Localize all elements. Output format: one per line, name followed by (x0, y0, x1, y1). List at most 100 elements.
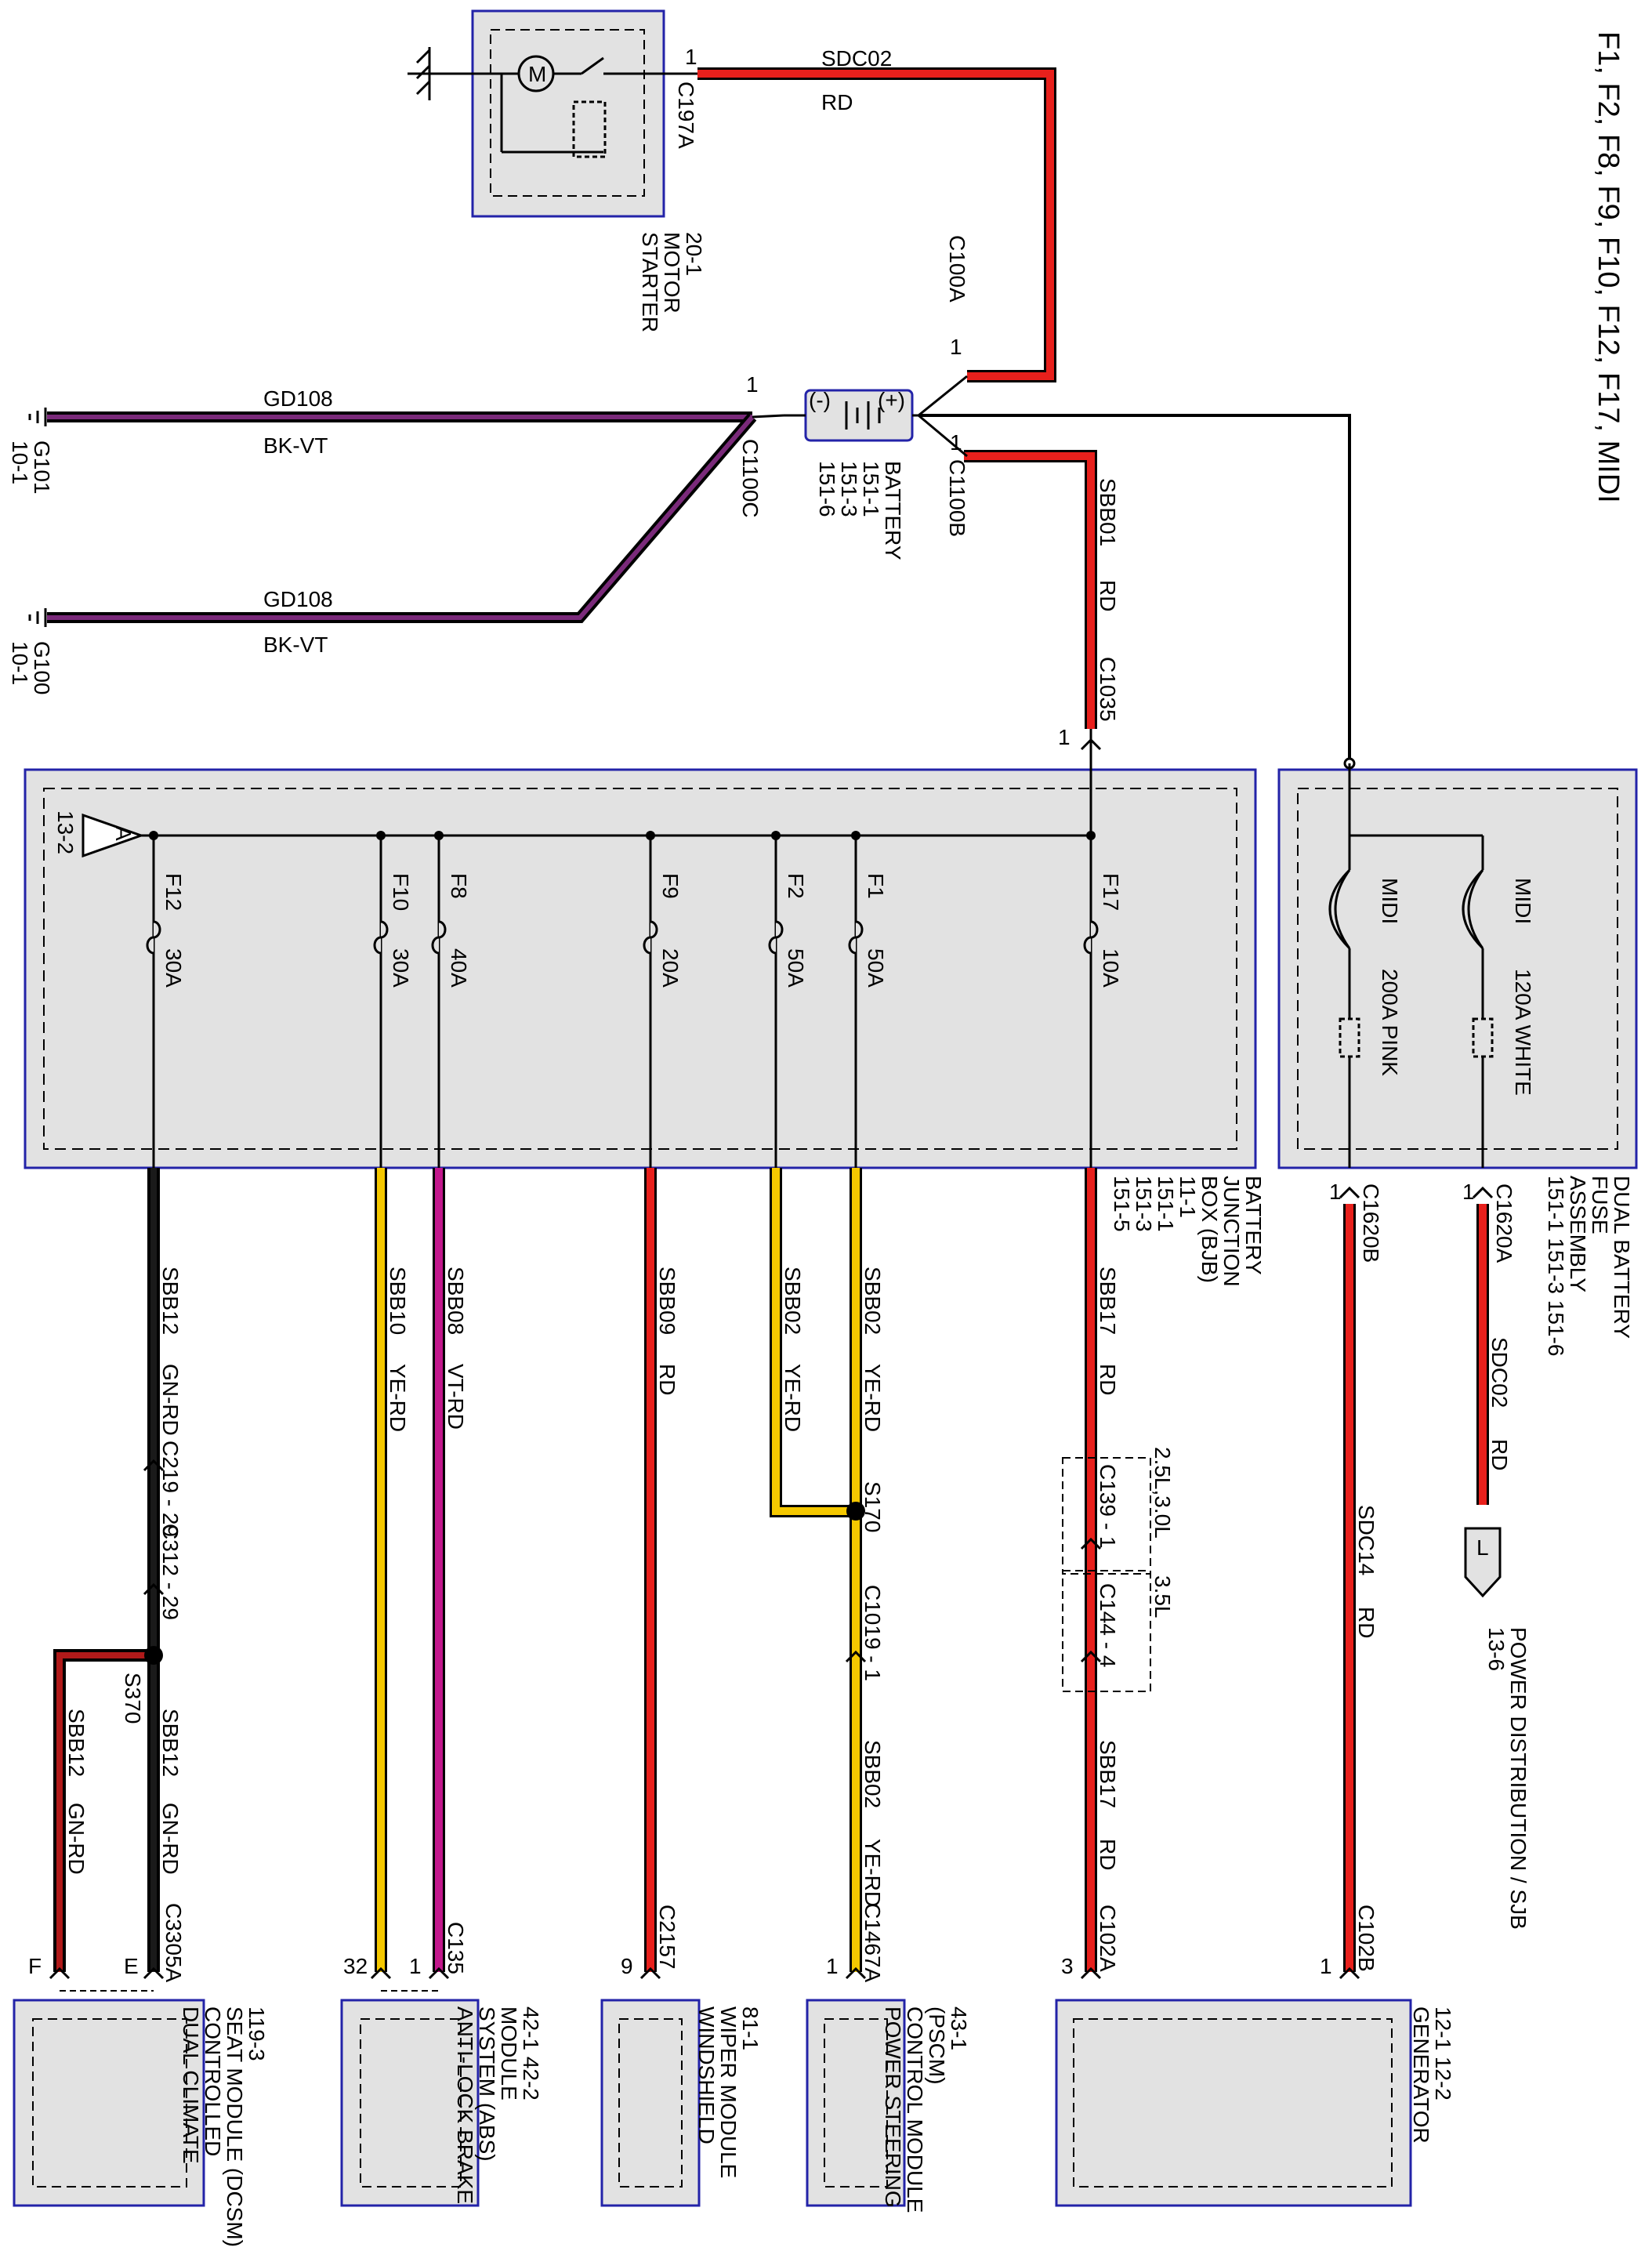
ref-triangle (82, 813, 145, 858)
fuse-f9-id: F9 (658, 873, 683, 899)
sdc14-circuit: SDC14 (1354, 1505, 1378, 1575)
pscm-name: POWER STEERING CONTROL MODULE (PSCM) 43-… (881, 2006, 971, 2213)
svg-text:151-5: 151-5 (1110, 1176, 1134, 1232)
pscm-box (806, 1999, 906, 2207)
gd108-b-circuit: GD108 (263, 587, 333, 611)
fuse-f17-rating: 10A (1099, 948, 1123, 988)
svg-text:13-6: 13-6 (1484, 1627, 1509, 1671)
fuse-f12-rating: 30A (161, 948, 186, 988)
svg-text:151-3: 151-3 (837, 461, 861, 517)
fuse-f8-rating: 40A (447, 948, 471, 988)
c1467a-label: C1467A (860, 1903, 885, 1983)
fuse-f10-rating: 30A (389, 948, 413, 988)
battery-name: BATTERY 151-1 151-3 151-6 (815, 461, 905, 560)
sbb09-color: RD (655, 1364, 679, 1395)
pscm-inner (824, 2018, 888, 2188)
ground-g101-icon (28, 408, 47, 426)
pin-3: 3 (1061, 1954, 1074, 1978)
sbb10-circuit: SBB10 (386, 1267, 410, 1335)
sdc02-low-circuit: SDC02 (1487, 1337, 1512, 1408)
svg-text:42-1 42-2: 42-1 42-2 (519, 2006, 543, 2101)
gd108-a-circuit: GD108 (263, 386, 333, 411)
sbb12-circuit: SBB12 (158, 1267, 183, 1335)
svg-text:G100: G100 (30, 641, 54, 695)
fuse-f17-id: F17 (1099, 873, 1123, 911)
svg-text:CONTROLLED: CONTROLLED (201, 2006, 225, 2156)
fuse-f9-rating: 20A (658, 948, 683, 988)
c1100c-label: C1100C (738, 439, 763, 518)
generator-box (1055, 1999, 1412, 2207)
svg-text:DUAL CLIMATE: DUAL CLIMATE (179, 2006, 203, 2164)
svg-text:CONTROL MODULE: CONTROL MODULE (903, 2006, 927, 2213)
abs-box (340, 1999, 480, 2207)
starter-motor-box (471, 9, 665, 218)
option-35-label: 3.5L (1150, 1575, 1175, 1618)
svg-text:119-3: 119-3 (245, 2006, 269, 2061)
svg-text:POWER STEERING: POWER STEERING (881, 2006, 905, 2208)
svg-text:ASSEMBLY: ASSEMBLY (1566, 1176, 1590, 1292)
generator-inner (1073, 2018, 1393, 2188)
c1019-label: C1019 - 1 (860, 1585, 885, 1681)
c1620b-label: C1620B (1359, 1183, 1383, 1263)
midi-120-rating: 120A WHITE (1511, 969, 1535, 1096)
sbb17-color: RD (1096, 1364, 1120, 1395)
starter-name-l3: 20-1 (682, 232, 706, 276)
sbb01-color: RD (1096, 580, 1120, 611)
c1035-pin: 1 (1058, 725, 1071, 749)
svg-text:SEAT MODULE (DCSM): SEAT MODULE (DCSM) (223, 2006, 247, 2247)
svg-text:POWER DISTRIBUTION / SJB: POWER DISTRIBUTION / SJB (1506, 1627, 1531, 1930)
svg-text:MODULE: MODULE (497, 2006, 521, 2101)
fuse-f8-id: F8 (447, 873, 471, 899)
sbb09-circuit: SBB09 (655, 1267, 679, 1335)
wiper-name: WINDSHIELD WIPER MODULE 81-1 (694, 2006, 763, 2178)
svg-text:BOX (BJB): BOX (BJB) (1197, 1176, 1222, 1283)
sbb17-low-color: RD (1096, 1839, 1120, 1870)
fuse-f2-id: F2 (784, 873, 808, 899)
sbb02-a-circuit: SBB02 (860, 1267, 885, 1335)
svg-text:151-1: 151-1 (1154, 1176, 1178, 1232)
fuse-symbols (146, 920, 1099, 955)
sbb02-b-circuit: SBB02 (781, 1267, 805, 1335)
pin-f: F (28, 1954, 42, 1978)
starter-name-l1: STARTER (638, 232, 662, 332)
ref-page: 13-2 (53, 810, 78, 854)
sbb12-e-circuit: SBB12 (158, 1709, 183, 1777)
bjb-box (24, 768, 1257, 1169)
sdc02-top-circuit: SDC02 (821, 46, 892, 71)
power-dist-connector (1464, 1527, 1502, 1598)
ground-g100-icon (28, 608, 47, 627)
g100-label: 10-1 G100 (8, 641, 54, 695)
sdc02-top-color: RD (821, 90, 853, 114)
wiper-inner (618, 2018, 683, 2188)
c1100c-pin: 1 (746, 372, 759, 397)
wire-sbb01 (964, 450, 1097, 729)
ref-letter: A (111, 826, 136, 841)
c2157-label: C2157 (655, 1905, 679, 1970)
gd108-a-color: BK-VT (263, 433, 328, 458)
svg-text:43-1: 43-1 (947, 2006, 971, 2050)
sbb17-circuit: SBB17 (1096, 1267, 1120, 1335)
page-title: F1, F2, F8, F9, F10, F12, F17, MIDI (1592, 31, 1625, 503)
svg-text:FUSE: FUSE (1588, 1176, 1612, 1234)
c1620a-label: C1620A (1492, 1183, 1516, 1263)
sbb02-b-color: YE-RD (781, 1364, 805, 1432)
svg-text:(PSCM): (PSCM) (925, 2006, 949, 2085)
wiper-box (600, 1999, 701, 2207)
option-box-25-30 (1062, 1457, 1151, 1575)
sbb02-low-color: YE-RD (860, 1839, 885, 1907)
c144-label: C144 - 4 (1096, 1583, 1120, 1667)
option-box-35 (1062, 1570, 1151, 1692)
wire-battery-dbfa (918, 414, 1351, 760)
svg-text:ANTI-LOCK BRAKE: ANTI-LOCK BRAKE (453, 2006, 477, 2204)
dcsm-inner (32, 2018, 187, 2188)
wire-gd108-b (47, 413, 757, 623)
power-dist-name: POWER DISTRIBUTION / SJB 13-6 (1484, 1627, 1531, 1930)
pin-1-c1467a: 1 (826, 1954, 839, 1978)
midi-200-rating: 200A PINK (1378, 969, 1402, 1076)
battery-pos: (+) (878, 388, 905, 412)
midi-200-type: MIDI (1378, 878, 1402, 924)
svg-text:11-1: 11-1 (1176, 1176, 1200, 1218)
starter-name-l2: MOTOR (660, 232, 684, 314)
generator-name: GENERATOR 12-1 12-2 (1409, 2006, 1455, 2144)
